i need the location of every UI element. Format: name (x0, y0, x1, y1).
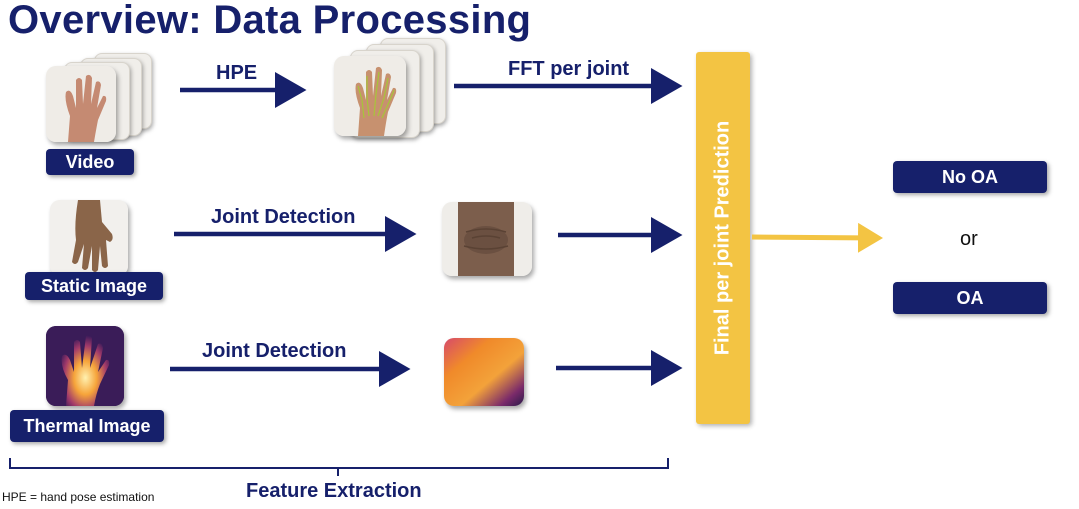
thermal-hand-image (46, 326, 124, 406)
feature-extraction-brace (9, 458, 669, 476)
joint-detection-static-label: Joint Detection (211, 206, 356, 228)
thermal-joint-crop (444, 338, 524, 406)
static-hand-image (50, 200, 128, 276)
hpe-hand-image (334, 56, 406, 136)
final-prediction-box: Final per joint Prediction (696, 52, 750, 424)
page-title: Overview: Data Processing (8, 0, 532, 42)
no-oa-label: No OA (893, 161, 1047, 193)
static-joint-crop (442, 202, 532, 276)
fft-edge-label: FFT per joint (508, 58, 630, 80)
static-image-label: Static Image (25, 272, 163, 300)
video-hand-image (46, 66, 116, 142)
arrow-prediction-to-output (751, 222, 883, 253)
hpe-footnote: HPE = hand pose estimation (2, 490, 155, 504)
feature-extraction-label: Feature Extraction (246, 480, 422, 502)
video-label: Video (46, 149, 134, 175)
hpe-edge-label: HPE (216, 62, 258, 84)
or-text: or (960, 228, 978, 250)
joint-detection-thermal-label: Joint Detection (202, 340, 347, 362)
oa-label: OA (893, 282, 1047, 314)
thermal-image-label: Thermal Image (10, 410, 164, 442)
